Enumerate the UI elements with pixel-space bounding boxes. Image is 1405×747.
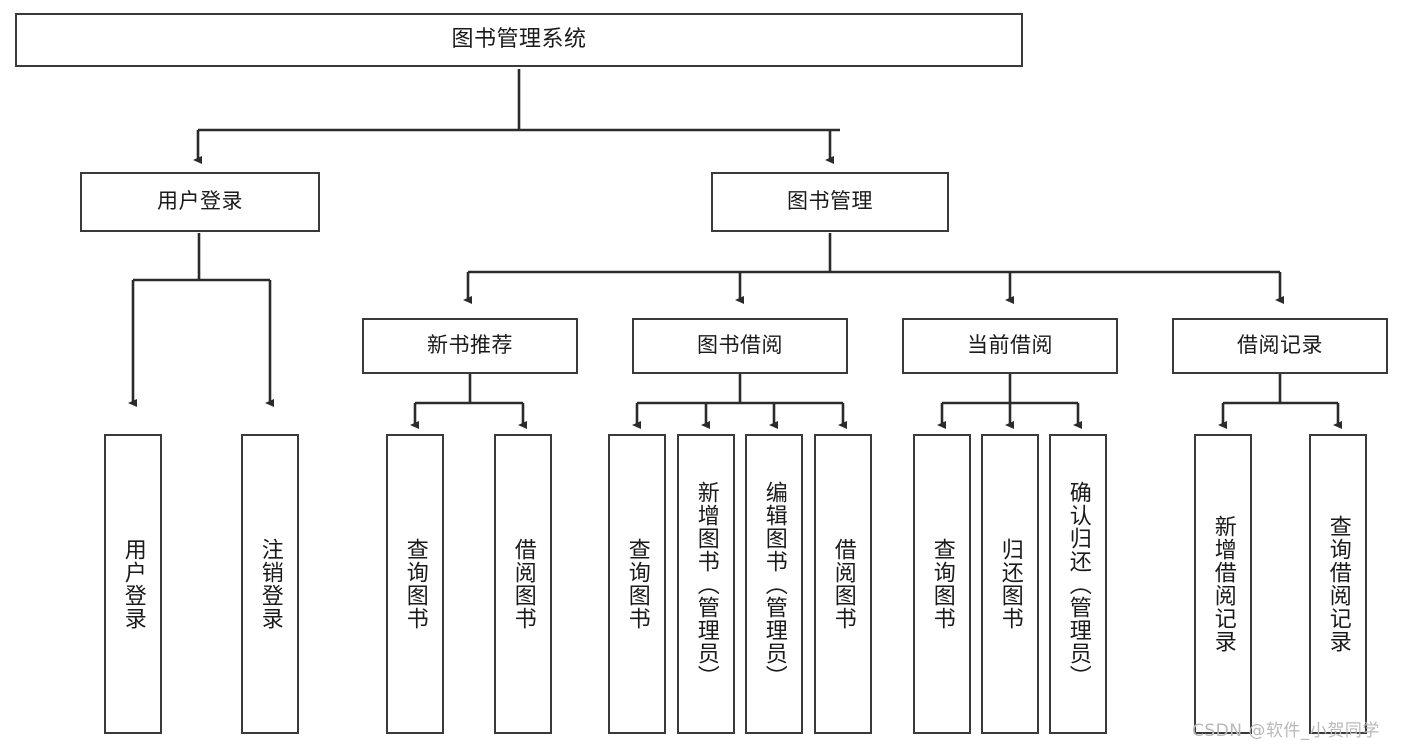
- leaf-user-login-logout[interactable]: 注销登录: [241, 434, 299, 734]
- node-label: 借阅记录: [1237, 333, 1323, 358]
- leaf-current-borrow-confirm-return[interactable]: 确认归还（管理员）: [1049, 434, 1107, 734]
- leaf-book-borrow-edit-book[interactable]: 编辑图书（管理员）: [745, 434, 803, 734]
- leaf-book-borrow-add-book[interactable]: 新增图书（管理员）: [677, 434, 735, 734]
- node-label: 借阅图书: [510, 538, 536, 630]
- node-label: 新增图书（管理员）: [693, 480, 719, 688]
- node-label: 用户登录: [157, 189, 243, 214]
- node-label: 编辑图书（管理员）: [761, 480, 787, 688]
- node-label: 图书借阅: [697, 333, 783, 358]
- leaf-book-borrow-query-book[interactable]: 查询图书: [608, 434, 666, 734]
- leaf-current-borrow-query-book[interactable]: 查询图书: [913, 434, 971, 734]
- node-label: 图书管理: [787, 189, 873, 214]
- node-label: 查询借阅记录: [1325, 515, 1351, 653]
- leaf-new-book-query-book[interactable]: 查询图书: [386, 434, 444, 734]
- node-label: 用户登录: [120, 538, 146, 630]
- node-label: 新增借阅记录: [1210, 515, 1236, 653]
- node-book-management[interactable]: 图书管理: [711, 172, 949, 232]
- leaf-book-borrow-borrow-book[interactable]: 借阅图书: [814, 434, 872, 734]
- node-current-borrow[interactable]: 当前借阅: [902, 318, 1118, 374]
- node-label: 当前借阅: [967, 333, 1053, 358]
- node-label: 查询图书: [929, 538, 955, 630]
- node-label: 查询图书: [624, 538, 650, 630]
- leaf-new-book-borrow-book[interactable]: 借阅图书: [494, 434, 552, 734]
- node-label: 注销登录: [257, 538, 283, 630]
- node-label: 新书推荐: [427, 333, 513, 358]
- leaf-borrow-record-query-record[interactable]: 查询借阅记录: [1309, 434, 1367, 734]
- node-user-login[interactable]: 用户登录: [80, 172, 320, 232]
- node-borrow-record[interactable]: 借阅记录: [1172, 318, 1388, 374]
- node-label: 查询图书: [402, 538, 428, 630]
- csdn-watermark: CSDN @软件_小贺同学: [1192, 721, 1380, 741]
- node-root-system[interactable]: 图书管理系统: [15, 13, 1023, 67]
- node-label: 借阅图书: [830, 538, 856, 630]
- node-label: 确认归还（管理员）: [1065, 480, 1091, 688]
- node-label: 归还图书: [997, 538, 1023, 630]
- leaf-user-login-login[interactable]: 用户登录: [104, 434, 162, 734]
- node-new-book-recommend[interactable]: 新书推荐: [362, 318, 578, 374]
- node-book-borrow[interactable]: 图书借阅: [632, 318, 848, 374]
- leaf-borrow-record-add-record[interactable]: 新增借阅记录: [1194, 434, 1252, 734]
- leaf-current-borrow-return-book[interactable]: 归还图书: [981, 434, 1039, 734]
- node-label: 图书管理系统: [451, 26, 587, 52]
